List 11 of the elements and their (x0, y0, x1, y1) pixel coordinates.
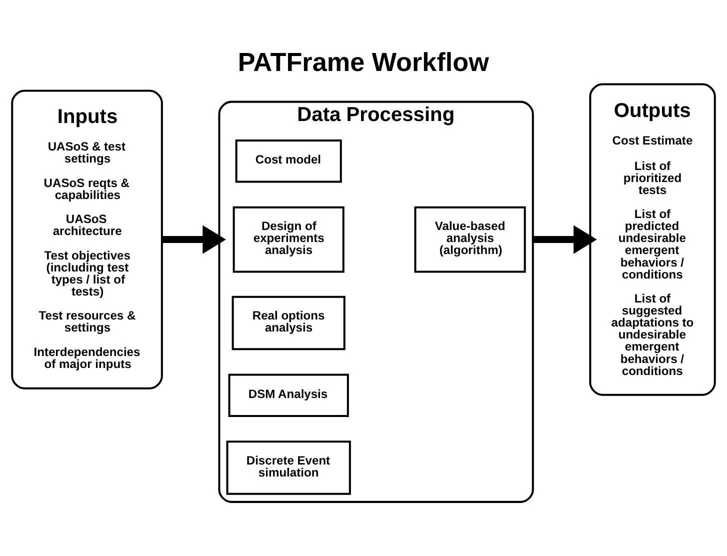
node-box: Outputs Cost Estimate List of prioritized tests List of predicted undesirable emergent behaviors / conditions List of suggested adaptations to undesirable emergent behaviors / conditions (589, 82, 716, 396)
node-box: DSM Analysis (228, 373, 349, 416)
arrow (532, 224, 597, 254)
node-box: Real options analysis (232, 295, 346, 350)
node-box: Design of experiments analysis (232, 206, 344, 272)
arrow (162, 224, 226, 254)
node-box: Inputs UASoS & test settings UASoS reqts & capabilities UASoS architecture Test objectives (including test types / list of tests) Test resources & settings Interdependencies of major inputs (11, 89, 163, 389)
node-box: Discrete Event simulation (226, 440, 351, 494)
node-box: Cost model (235, 139, 342, 182)
node-box: Value-based analysis (algorithm) (414, 206, 526, 272)
diagram-title: PATFrame Workflow (238, 46, 489, 76)
